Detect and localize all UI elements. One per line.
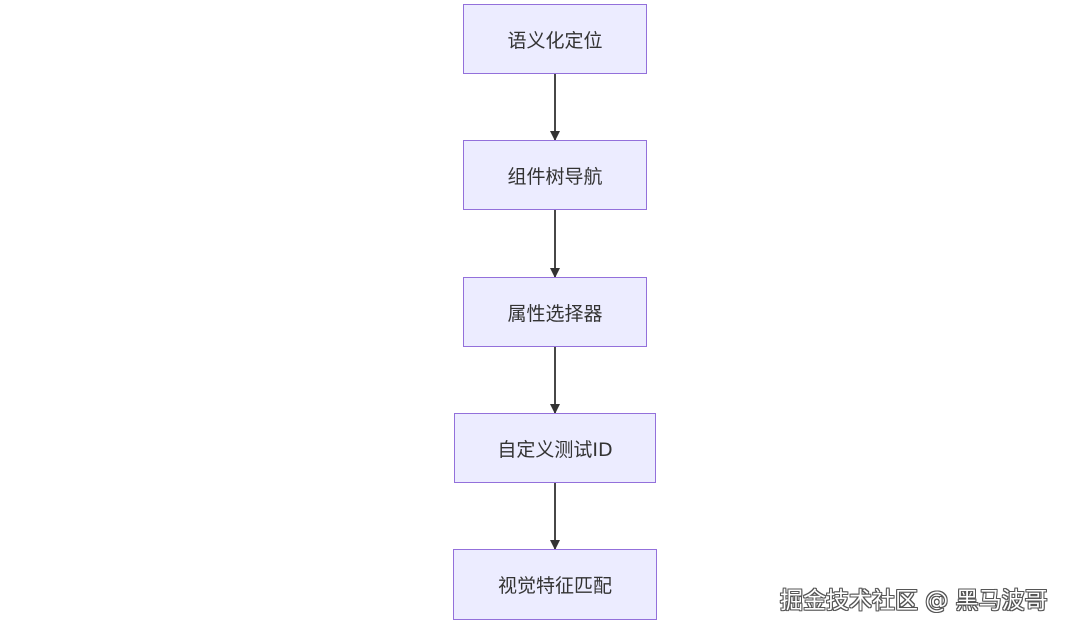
node-visual-feature-matching: 视觉特征匹配 (453, 549, 657, 620)
node-label: 属性选择器 (507, 302, 603, 325)
node-label: 组件树导航 (507, 165, 603, 188)
watermark-text: 掘金技术社区 @ 黑马波哥 (780, 588, 1048, 614)
node-custom-test-id: 自定义测试ID (454, 413, 656, 483)
node-semantic-locating: 语义化定位 (463, 4, 647, 74)
node-label: 自定义测试ID (497, 438, 613, 461)
node-component-tree-navigation: 组件树导航 (463, 140, 647, 210)
node-attribute-selector: 属性选择器 (463, 277, 647, 347)
node-label: 语义化定位 (507, 29, 603, 52)
node-label: 视觉特征匹配 (497, 575, 612, 597)
